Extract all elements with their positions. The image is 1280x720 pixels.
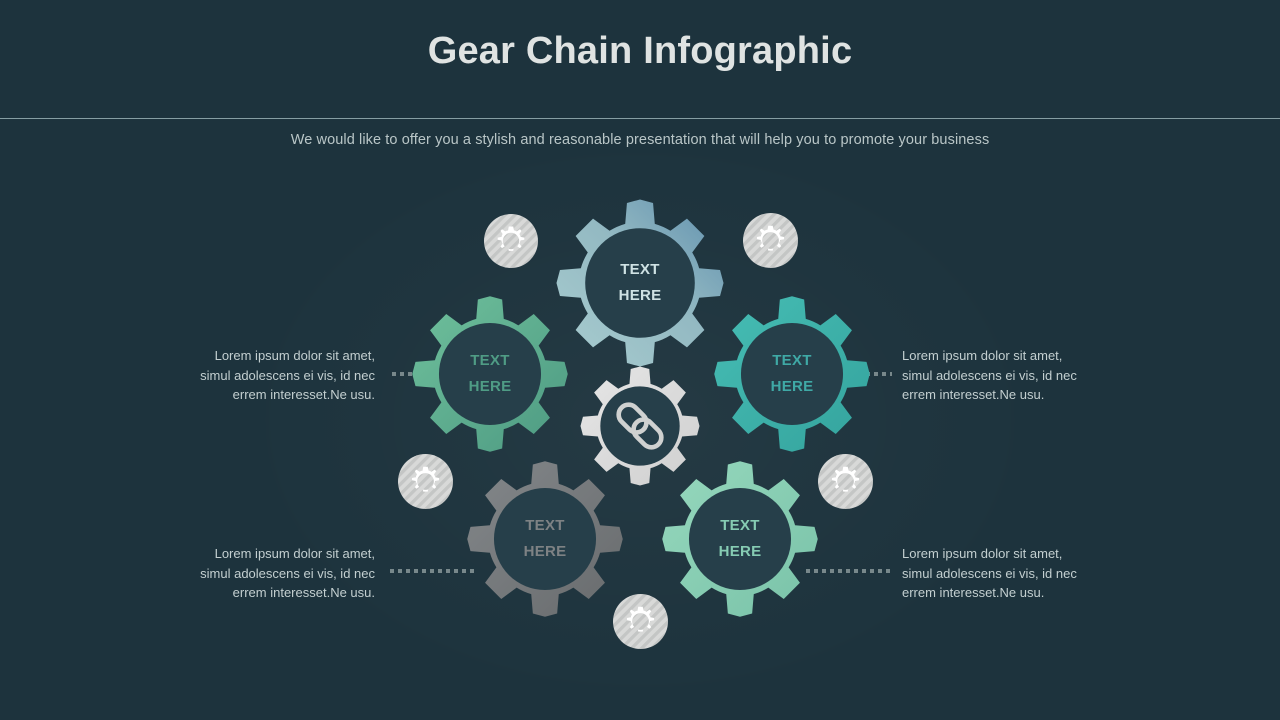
- caption-left-middle-line1: Lorem ipsum dolor sit amet,: [214, 348, 375, 363]
- caption-right-middle-line1: Lorem ipsum dolor sit amet,: [902, 348, 1063, 363]
- header: Gear Chain Infographic: [0, 0, 1280, 119]
- gear-center[interactable]: [578, 364, 702, 488]
- gear-left[interactable]: TEXT HERE: [409, 293, 571, 455]
- caption-right-bottom-line2: simul adolescens ei vis, id nec: [902, 565, 1077, 581]
- small-gear-mid-left: [398, 454, 453, 509]
- small-gear-top-right: [743, 213, 798, 268]
- caption-left-bottom: Lorem ipsum dolor sit amet, simul adoles…: [180, 544, 375, 603]
- caption-left-middle-line3: errem interesset.Ne usu.: [232, 387, 375, 402]
- caption-left-bottom-line2: simul adolescens ei vis, id nec: [200, 565, 375, 581]
- page-subtitle: We would like to offer you a stylish and…: [290, 132, 990, 148]
- connector-left-bottom: [390, 569, 476, 573]
- connector-right-middle: [866, 372, 892, 376]
- header-divider: [0, 118, 1280, 119]
- small-gear-mid-right: [818, 454, 873, 509]
- caption-right-bottom: Lorem ipsum dolor sit amet, simul adoles…: [902, 544, 1097, 603]
- gear-top[interactable]: TEXT HERE: [553, 196, 727, 370]
- caption-right-bottom-line1: Lorem ipsum dolor sit amet,: [902, 546, 1063, 561]
- connector-right-bottom: [806, 569, 892, 573]
- caption-left-middle-line2: simul adolescens ei vis, id nec: [200, 367, 375, 383]
- caption-left-middle: Lorem ipsum dolor sit amet, simul adoles…: [180, 346, 375, 405]
- small-gear-top-left: [484, 214, 538, 268]
- connector-left-middle: [392, 372, 418, 376]
- caption-left-bottom-line3: errem interesset.Ne usu.: [232, 585, 375, 600]
- gear-right[interactable]: TEXT HERE: [711, 293, 873, 455]
- caption-right-bottom-line3: errem interesset.Ne usu.: [902, 585, 1045, 600]
- page-title: Gear Chain Infographic: [427, 30, 853, 72]
- caption-left-bottom-line1: Lorem ipsum dolor sit amet,: [214, 546, 375, 561]
- caption-right-middle-line2: simul adolescens ei vis, id nec: [902, 367, 1077, 383]
- gear-bottom-left[interactable]: TEXT HERE: [464, 458, 626, 620]
- small-gear-bottom: [613, 594, 668, 649]
- caption-right-middle-line3: errem interesset.Ne usu.: [902, 387, 1045, 402]
- chain-link-icon: [616, 402, 664, 450]
- caption-right-middle: Lorem ipsum dolor sit amet, simul adoles…: [902, 346, 1097, 405]
